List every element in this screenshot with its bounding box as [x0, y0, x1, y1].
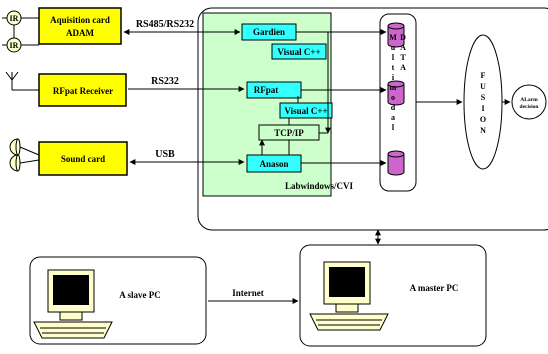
antenna-icon — [5, 71, 39, 91]
sound-card-label: Sound card — [61, 154, 105, 164]
anason-box: Anason — [246, 154, 302, 173]
rfpat-box: RFpat — [246, 81, 302, 99]
acquisition-card-box: Aquisition card ADAM — [38, 7, 122, 45]
rfpat-receiver-box: RFpat Receiver — [38, 73, 127, 107]
database-icon-1 — [387, 22, 405, 48]
ir-sensor-bottom: IR — [2, 37, 39, 53]
fusion-ellipse — [463, 34, 503, 170]
rfpat-receiver-label: RFpat Receiver — [53, 86, 113, 96]
ir-top-label: IR — [10, 14, 19, 23]
mic-connector-bottom — [19, 159, 40, 164]
master-pc-icon — [309, 261, 389, 331]
acquisition-card-sublabel: ADAM — [66, 28, 94, 38]
ir-sensor-top: IR — [2, 10, 39, 26]
visual-cpp-top-box: Visual C++ — [271, 43, 327, 60]
decision-label: decision — [520, 104, 539, 110]
visual-cpp-top-label: Visual C++ — [277, 47, 320, 57]
database-icon-3 — [387, 150, 405, 176]
rfpat-label: RFpat — [254, 85, 279, 95]
gardien-box: Gardien — [241, 23, 297, 41]
visual-cpp-mid-box: Visual C++ — [279, 102, 333, 119]
anason-label: Anason — [259, 159, 288, 169]
microphone-icon-top — [9, 138, 21, 156]
visual-cpp-mid-label: Visual C++ — [284, 106, 327, 116]
master-pc-label: A master PC — [410, 283, 459, 293]
slave-pc-label: A slave PC — [119, 290, 161, 300]
acquisition-card-label: Aquisition card — [50, 15, 110, 25]
alarm-label: ALarm — [520, 97, 538, 103]
tcp-ip-label: TCP/IP — [274, 128, 304, 138]
usb-label: USB — [155, 149, 175, 160]
sound-card-box: Sound card — [38, 141, 128, 176]
rs485-label: RS485/RS232 — [136, 19, 194, 30]
mic-connector-top — [19, 146, 40, 156]
rs232-label: RS232 — [151, 76, 179, 87]
labwindows-label: Labwindows/CVI — [285, 181, 354, 191]
ir-bottom-label: IR — [10, 41, 19, 50]
slave-pc-icon — [33, 269, 113, 339]
alarm-decision-circle — [511, 84, 547, 120]
internet-label: Internet — [232, 288, 264, 298]
database-icon-2 — [387, 80, 405, 106]
tcp-ip-box: TCP/IP — [258, 124, 320, 141]
gardien-label: Gardien — [253, 27, 285, 37]
microphone-icon-bottom — [9, 154, 21, 172]
